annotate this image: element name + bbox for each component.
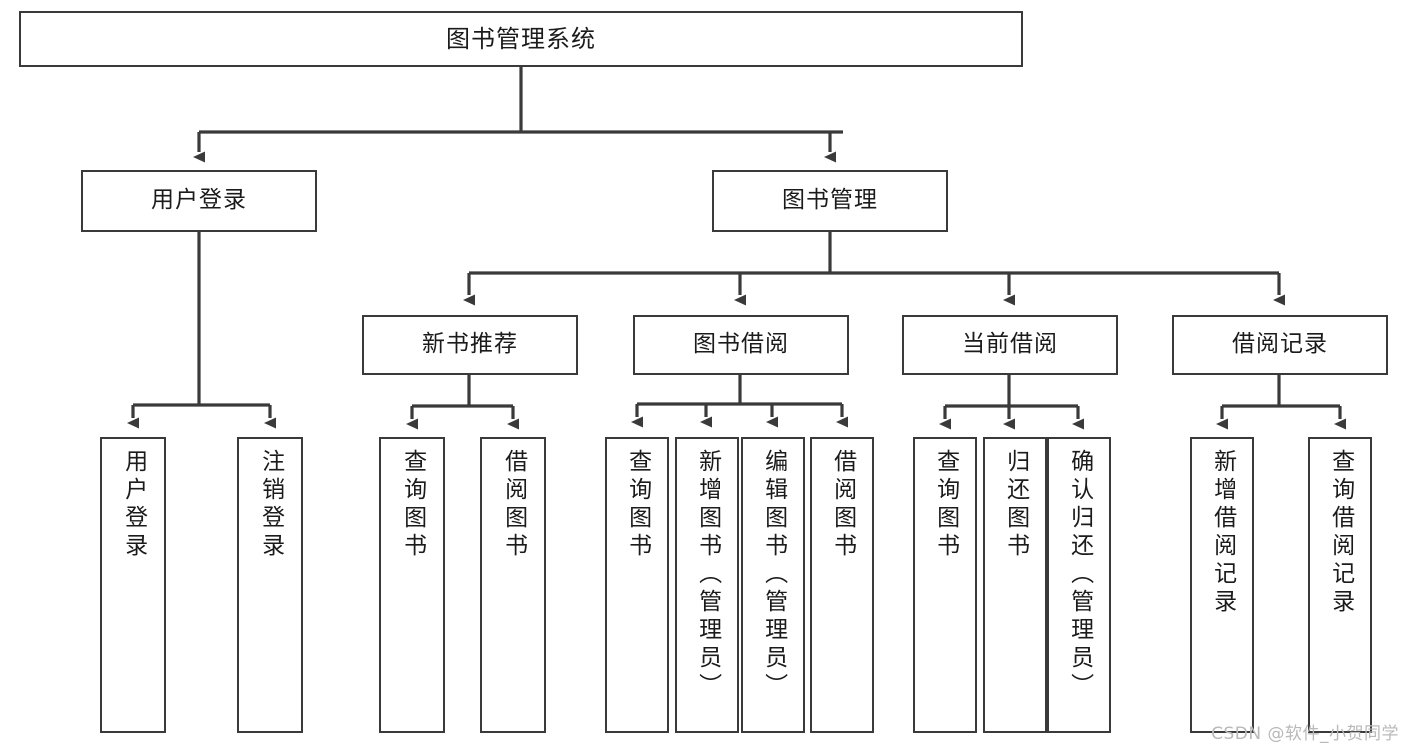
- node-user-login[interactable]: 用户登录: [81, 170, 317, 232]
- node-label: 用户登录: [120, 449, 147, 561]
- leaf-borrow-book-recommend[interactable]: 借阅图书: [480, 437, 546, 733]
- node-book-manage[interactable]: 图书管理: [712, 170, 948, 232]
- leaf-query-record[interactable]: 查询借阅记录: [1308, 437, 1372, 733]
- leaf-user-login[interactable]: 用户登录: [100, 437, 166, 733]
- leaf-borrow-book[interactable]: 借阅图书: [810, 437, 874, 733]
- leaf-query-book-current[interactable]: 查询图书: [913, 437, 977, 733]
- watermark-text: CSDN @软件_小贺同学: [1211, 724, 1399, 744]
- node-label: 图书借阅: [693, 331, 789, 358]
- leaf-add-record[interactable]: 新增借阅记录: [1190, 437, 1254, 733]
- leaf-confirm-return[interactable]: 确认归还（管理员）: [1047, 437, 1111, 733]
- leaf-edit-book[interactable]: 编辑图书（管理员）: [741, 437, 805, 733]
- leaf-query-book-recommend[interactable]: 查询图书: [379, 437, 445, 733]
- node-new-book-recommend[interactable]: 新书推荐: [362, 315, 578, 375]
- node-label: 借阅图书: [829, 449, 856, 561]
- leaf-query-book-borrow[interactable]: 查询图书: [605, 437, 669, 733]
- leaf-add-book[interactable]: 新增图书（管理员）: [675, 437, 739, 733]
- node-label: 新增图书（管理员）: [694, 449, 721, 701]
- node-label: 新增借阅记录: [1209, 449, 1236, 617]
- node-current-borrow[interactable]: 当前借阅: [902, 315, 1118, 375]
- node-label: 编辑图书（管理员）: [760, 449, 787, 701]
- node-label: 借阅记录: [1232, 331, 1328, 358]
- node-label: 图书管理系统: [446, 24, 596, 53]
- node-label: 查询图书: [624, 449, 651, 561]
- node-label: 当前借阅: [962, 331, 1058, 358]
- node-label: 图书管理: [782, 187, 878, 214]
- node-label: 查询借阅记录: [1327, 449, 1354, 617]
- node-label: 注销登录: [257, 449, 284, 561]
- node-label: 确认归还（管理员）: [1066, 449, 1093, 701]
- node-book-borrow[interactable]: 图书借阅: [633, 315, 849, 375]
- node-root-system[interactable]: 图书管理系统: [19, 11, 1023, 67]
- node-label: 借阅图书: [500, 449, 527, 561]
- leaf-user-logout[interactable]: 注销登录: [237, 437, 303, 733]
- node-label: 用户登录: [151, 187, 247, 214]
- node-label: 查询图书: [399, 449, 426, 561]
- node-borrow-record[interactable]: 借阅记录: [1172, 315, 1388, 375]
- node-label: 归还图书: [1002, 449, 1029, 561]
- node-label: 新书推荐: [422, 331, 518, 358]
- leaf-return-book[interactable]: 归还图书: [983, 437, 1047, 733]
- node-label: 查询图书: [932, 449, 959, 561]
